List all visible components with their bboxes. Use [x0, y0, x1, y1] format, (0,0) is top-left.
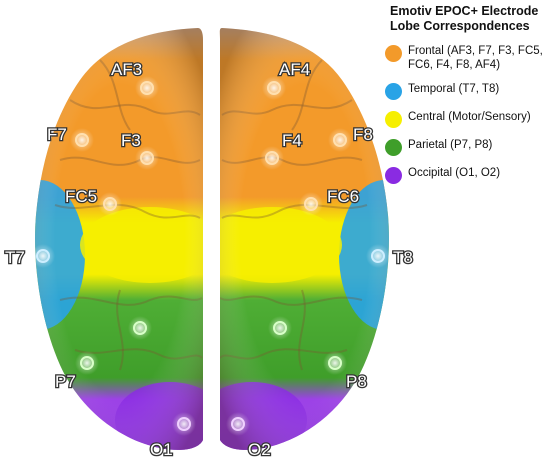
- temporal-swatch: [385, 83, 402, 100]
- electrode-f8-marker: [328, 128, 352, 152]
- electrode-label-af3: AF3: [111, 60, 142, 79]
- legend-item-frontal: Frontal (AF3, F7, F3, FC5, FC6, F4, F8, …: [385, 44, 550, 72]
- electrode-parietal-upper-right-marker: [268, 316, 292, 340]
- electrode-label-p8: P8: [346, 372, 367, 391]
- electrode-labels: AF3 AF4 F7 F3 F4 F8 FC5 FC6 T7 T8 P7 P8 …: [4, 59, 414, 461]
- electrode-label-f8: F8: [353, 125, 373, 144]
- electrode-t7-marker: [31, 244, 55, 268]
- electrode-fc6-marker: [299, 192, 323, 216]
- legend-text-frontal: Frontal (AF3, F7, F3, FC5, FC6, F4, F8, …: [408, 45, 543, 71]
- legend-item-parietal: Parietal (P7, P8): [385, 138, 550, 156]
- legend-text-parietal: Parietal (P7, P8): [408, 139, 493, 151]
- electrode-label-f7: F7: [47, 125, 67, 144]
- electrode-markers: [31, 76, 390, 436]
- electrode-label-f3: F3: [121, 131, 141, 150]
- electrode-label-p7: P7: [55, 372, 76, 391]
- electrode-p7-marker: [75, 351, 99, 375]
- electrode-label-o1: O1: [150, 440, 173, 459]
- legend: Emotiv EPOC+ Electrode Lobe Corresponden…: [385, 4, 550, 184]
- legend-text-occipital: Occipital (O1, O2): [408, 167, 501, 179]
- electrode-label-af4: AF4: [279, 60, 310, 79]
- legend-text-temporal: Temporal (T7, T8): [408, 83, 500, 95]
- frontal-swatch: [385, 45, 402, 62]
- parietal-swatch: [385, 139, 402, 156]
- electrode-fc5-marker: [98, 192, 122, 216]
- electrode-label-t8: T8: [393, 248, 413, 267]
- electrode-f3-marker: [135, 146, 159, 170]
- legend-item-temporal: Temporal (T7, T8): [385, 82, 550, 100]
- electrode-p8-marker: [323, 351, 347, 375]
- electrode-af3-marker: [135, 76, 159, 100]
- electrode-af4-marker: [262, 76, 286, 100]
- left-hemisphere: [35, 28, 203, 450]
- electrode-label-fc5: FC5: [65, 187, 97, 206]
- electrode-parietal-upper-left-marker: [128, 316, 152, 340]
- electrode-o1-marker: [172, 412, 196, 436]
- occipital-swatch: [385, 167, 402, 184]
- legend-title-line2: Lobe Correspondences: [390, 19, 530, 33]
- electrode-f4-marker: [260, 146, 284, 170]
- central-swatch: [385, 111, 402, 128]
- electrode-label-f4: F4: [282, 131, 302, 150]
- electrode-f7-marker: [70, 128, 94, 152]
- legend-item-central: Central (Motor/Sensory): [385, 110, 550, 128]
- electrode-label-fc6: FC6: [327, 187, 359, 206]
- legend-title: Emotiv EPOC+ Electrode Lobe Corresponden…: [390, 4, 550, 34]
- legend-text-central: Central (Motor/Sensory): [408, 111, 531, 123]
- electrode-t8-marker: [366, 244, 390, 268]
- legend-item-occipital: Occipital (O1, O2): [385, 166, 550, 184]
- legend-title-line1: Emotiv EPOC+ Electrode: [390, 4, 539, 18]
- electrode-o2-marker: [226, 412, 250, 436]
- electrode-label-t7: T7: [5, 248, 25, 267]
- electrode-label-o2: O2: [248, 440, 271, 459]
